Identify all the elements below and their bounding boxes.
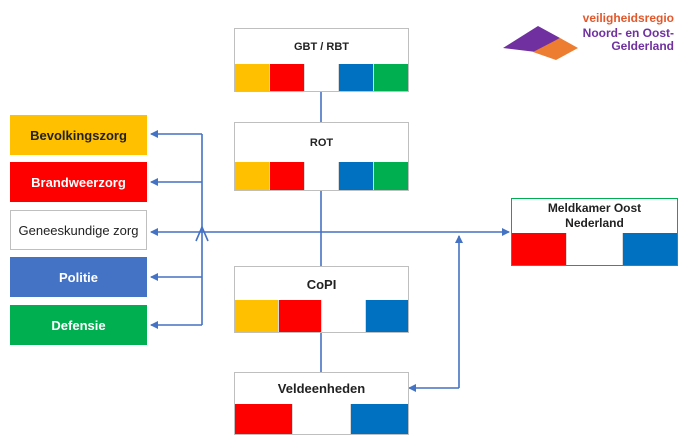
discipline-label: Defensie <box>51 317 106 333</box>
logo-line-2: Noord- en Oost- <box>582 26 674 40</box>
discipline-bevolkingszorg: Bevolkingszorg <box>10 115 147 155</box>
logo-mark-icon <box>503 26 578 60</box>
gbt-rbt-stripes <box>235 64 408 91</box>
color-stripe-blue <box>338 162 374 190</box>
gbt-rbt-box: GBT / RBT <box>234 28 409 92</box>
meldkamer-title-line2: Nederland <box>565 216 624 230</box>
color-stripe-blue <box>350 404 408 434</box>
rot-title: ROT <box>309 137 334 149</box>
color-stripe-red <box>235 404 292 434</box>
veldeenheden-box: Veldeenheden <box>234 372 409 435</box>
color-stripe-red <box>268 64 304 91</box>
copi-title: CoPI <box>306 277 337 292</box>
meldkamer-stripes <box>512 233 677 265</box>
meldkamer-box: Meldkamer Oost Nederland <box>511 198 678 266</box>
color-stripe-green <box>373 162 408 190</box>
discipline-defensie: Defensie <box>10 305 147 345</box>
rot-stripes <box>235 162 408 190</box>
color-stripe-white <box>292 404 350 434</box>
logo-line-3: Gelderland <box>611 39 674 53</box>
veldeenheden-stripes <box>235 404 408 434</box>
discipline-brandweerzorg: Brandweerzorg <box>10 162 147 202</box>
discipline-label: Brandweerzorg <box>31 174 126 190</box>
discipline-geneeskundige-zorg: Geneeskundige zorg <box>10 210 147 250</box>
veiligheidsregio-logo: veiligheidsregio Noord- en Oost- Gelderl… <box>498 8 678 68</box>
color-stripe-white <box>303 64 339 91</box>
color-stripe-orange <box>235 300 278 332</box>
color-stripe-red <box>277 300 321 332</box>
color-stripe-orange <box>235 64 269 91</box>
discipline-label: Politie <box>58 269 98 285</box>
color-stripe-blue <box>338 64 374 91</box>
discipline-label: Geneeskundige zorg <box>18 222 139 238</box>
color-stripe-red <box>268 162 304 190</box>
color-stripe-white <box>321 300 365 332</box>
bus-junction-icon <box>195 224 209 242</box>
copi-stripes <box>235 300 408 332</box>
color-stripe-red <box>512 233 567 265</box>
rot-box: ROT <box>234 122 409 191</box>
discipline-label: Bevolkingszorg <box>30 127 127 143</box>
color-stripe-blue <box>621 233 677 265</box>
veldeenheden-title: Veldeenheden <box>277 381 366 396</box>
color-stripe-green <box>373 64 408 91</box>
color-stripe-white <box>566 233 622 265</box>
copi-box: CoPI <box>234 266 409 333</box>
color-stripe-orange <box>235 162 269 190</box>
color-stripe-white <box>303 162 339 190</box>
logo-line-1: veiligheidsregio <box>582 11 674 25</box>
color-stripe-blue <box>364 300 408 332</box>
gbt-rbt-title: GBT / RBT <box>294 41 349 53</box>
discipline-politie: Politie <box>10 257 147 297</box>
meldkamer-title-line1: Meldkamer Oost <box>547 201 642 215</box>
